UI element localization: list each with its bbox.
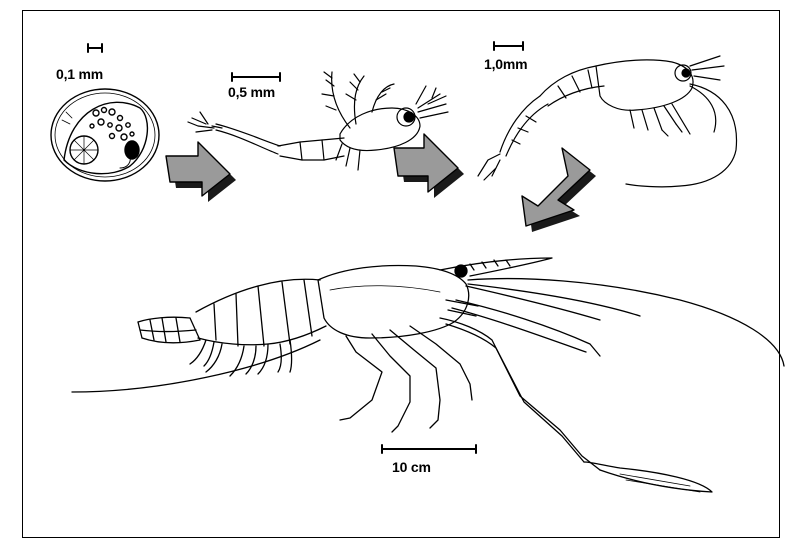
scale-bar-adult [382, 445, 476, 453]
scale-bar-larva [232, 73, 280, 81]
egg-illustration [51, 89, 159, 181]
arrow-egg-to-larva [166, 142, 236, 202]
juvenile-illustration [478, 56, 737, 187]
scale-bar-egg [88, 44, 102, 52]
scale-bar-juvenile [494, 42, 523, 50]
arrow-juvenile-to-adult [522, 148, 596, 232]
scale-label-juvenile: 1,0mm [484, 56, 527, 72]
scale-label-larva: 0,5 mm [228, 84, 275, 100]
adult-illustration [72, 258, 784, 492]
scale-label-adult: 10 cm [392, 459, 431, 475]
scale-label-egg: 0,1 mm [56, 66, 103, 82]
